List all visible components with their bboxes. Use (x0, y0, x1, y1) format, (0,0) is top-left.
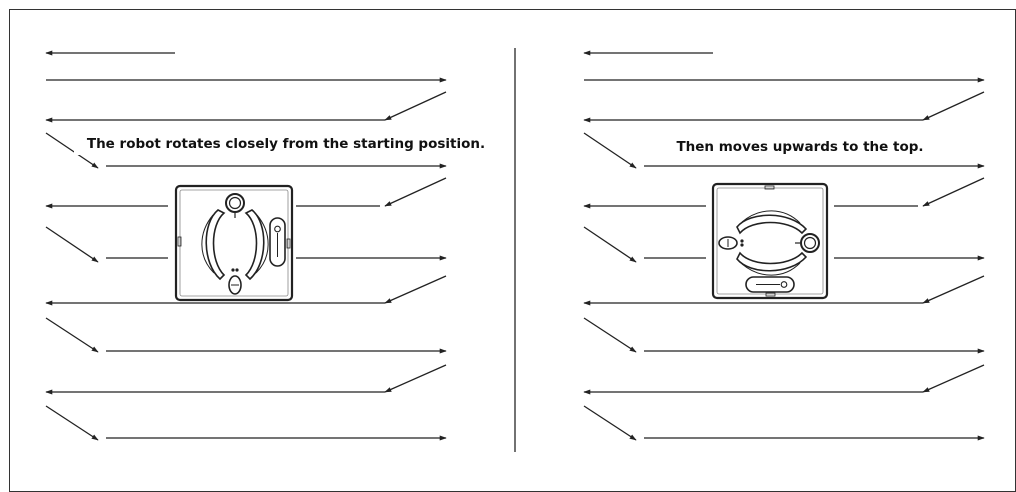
robot-icon (711, 182, 829, 300)
path-arrow (45, 132, 99, 169)
path-arrow (922, 91, 985, 121)
path-arrow (384, 91, 447, 121)
path-arrow (583, 405, 637, 441)
path-arrow (45, 405, 99, 441)
path-arrow (384, 364, 447, 393)
right-caption: Then moves upwards to the top. (676, 139, 923, 155)
path-arrow (45, 317, 99, 353)
path-arrow (922, 364, 985, 393)
path-arrow (922, 275, 985, 304)
robot-icon (174, 184, 294, 302)
path-arrow (922, 177, 985, 207)
outer-frame (9, 9, 1016, 492)
path-arrow (583, 317, 637, 353)
right-panel (583, 50, 985, 441)
path-arrow (45, 226, 99, 263)
path-arrow (384, 177, 447, 207)
left-panel (45, 50, 447, 441)
left-caption: The robot rotates closely from the start… (87, 136, 485, 152)
path-arrow (583, 132, 637, 169)
path-arrow (384, 275, 447, 304)
path-arrow (583, 226, 637, 263)
